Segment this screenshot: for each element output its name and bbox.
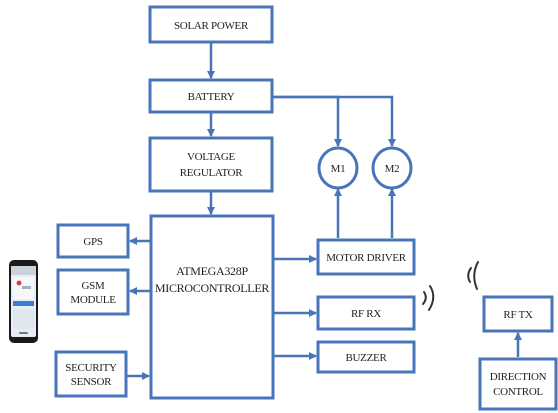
connectors bbox=[126, 42, 522, 380]
block-solar-power: SOLAR POWER bbox=[148, 5, 274, 44]
motor-driver-label: MOTOR DRIVER bbox=[326, 252, 407, 264]
rf-tx-label: RF TX bbox=[503, 309, 533, 321]
direction-control-label-line1: DIRECTION bbox=[490, 371, 547, 383]
block-microcontroller: ATMEGA328P MICROCONTROLLER bbox=[149, 214, 275, 400]
block-voltage-regulator: VOLTAGE REGULATOR bbox=[148, 136, 274, 193]
direction-control-label-line2: CONTROL bbox=[493, 386, 543, 398]
block-buzzer: BUZZER bbox=[316, 340, 416, 374]
arrow-battery-to-m1 bbox=[272, 95, 342, 147]
gps-label: GPS bbox=[83, 236, 102, 248]
motor-m2: M2 bbox=[371, 146, 413, 190]
wireless-signal-icon bbox=[467, 261, 479, 290]
gsm-module-label-line2: MODULE bbox=[70, 294, 116, 306]
arrow-battery-to-m2 bbox=[272, 95, 396, 147]
buzzer-label: BUZZER bbox=[346, 352, 388, 364]
voltage-regulator-label-line2: REGULATOR bbox=[180, 167, 243, 179]
m2-label: M2 bbox=[385, 163, 400, 175]
block-direction-control: DIRECTION CONTROL bbox=[478, 357, 558, 411]
gsm-module-label-line1: GSM bbox=[82, 280, 105, 292]
wireless-signal-icon bbox=[422, 285, 435, 311]
block-rf-rx: RF RX bbox=[316, 295, 416, 331]
battery-label: BATTERY bbox=[188, 91, 235, 103]
block-gps: GPS bbox=[56, 223, 130, 259]
security-sensor-label-line2: SENSOR bbox=[71, 376, 112, 388]
m1-label: M1 bbox=[331, 163, 346, 175]
block-security-sensor: SECURITY SENSOR bbox=[54, 350, 128, 398]
block-rf-tx: RF TX bbox=[482, 295, 554, 333]
microcontroller-label-line1: ATMEGA328P bbox=[176, 264, 248, 278]
rf-rx-label: RF RX bbox=[351, 308, 381, 320]
block-gsm-module: GSM MODULE bbox=[56, 268, 130, 316]
security-sensor-label-line1: SECURITY bbox=[65, 362, 117, 374]
block-battery: BATTERY bbox=[148, 78, 274, 114]
microcontroller-label-line2: MICROCONTROLLER bbox=[155, 281, 269, 295]
motor-m1: M1 bbox=[317, 146, 359, 190]
block-motor-driver: MOTOR DRIVER bbox=[316, 238, 416, 276]
solar-power-label: SOLAR POWER bbox=[174, 20, 249, 32]
smartphone-icon bbox=[9, 260, 38, 343]
voltage-regulator-label-line1: VOLTAGE bbox=[187, 151, 236, 163]
